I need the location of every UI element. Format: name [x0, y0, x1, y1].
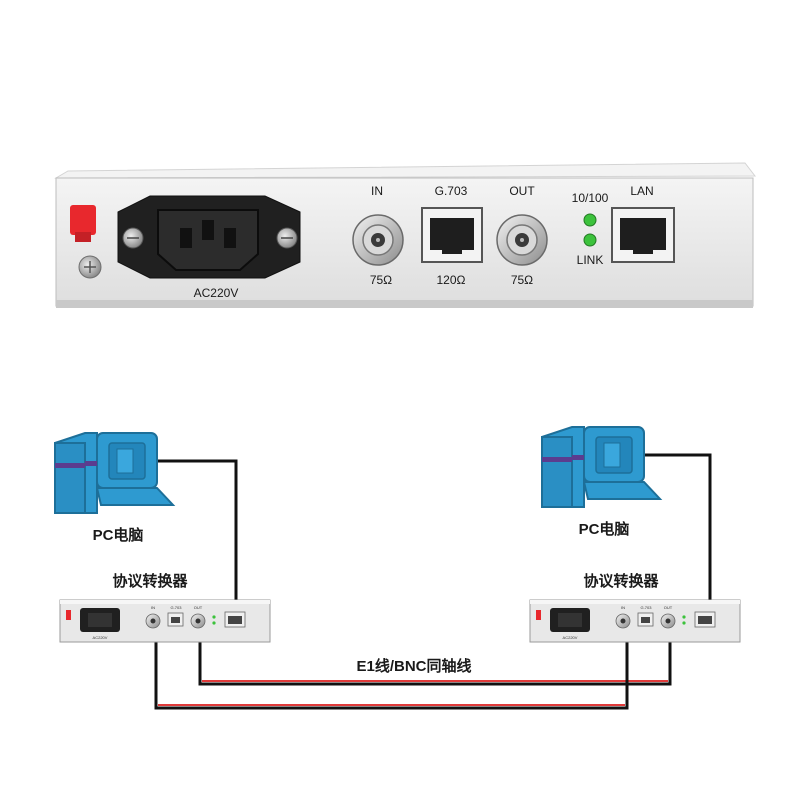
power-inlet-icon: [117, 195, 301, 279]
cable-label: E1线/BNC同轴线: [356, 657, 471, 675]
link-label: LINK: [577, 253, 604, 267]
chassis-top: [54, 162, 757, 179]
bnc-in-connector-icon: [352, 214, 404, 266]
right-converter-device-icon: [529, 599, 741, 643]
chassis-bottom: [56, 300, 753, 308]
lan-port-label: LAN: [630, 184, 653, 198]
right-lan-cable: [636, 453, 712, 614]
left-pc-label: PC电脑: [93, 526, 144, 544]
left-converter-label: 协议转换器: [112, 572, 188, 590]
left-pc-icon: [54, 432, 174, 514]
out-port-label: OUT: [509, 184, 535, 198]
g703-rj45-port-icon: [421, 207, 483, 263]
device-rear-panel: AC220V IN 75Ω G.703 120Ω OUT 75Ω 10/100: [54, 162, 757, 308]
left-converter-device-icon: [59, 599, 271, 643]
cable-lines: [154, 453, 712, 710]
right-converter-label: 协议转换器: [583, 572, 659, 590]
e1-cable-b: [154, 626, 629, 710]
in-port-label: IN: [371, 184, 383, 198]
link-led-icon: [583, 233, 597, 247]
speed-led-icon: [583, 213, 597, 227]
g703-port-label: G.703: [435, 184, 468, 198]
in-impedance-label: 75Ω: [370, 273, 392, 287]
right-pc-label: PC电脑: [579, 520, 630, 538]
left-lan-cable: [156, 459, 238, 614]
speed-label: 10/100: [572, 191, 609, 205]
lan-rj45-port-icon: [611, 207, 675, 263]
e1-cable-a: [198, 626, 672, 686]
bnc-out-connector-icon: [496, 214, 548, 266]
ac220v-label: AC220V: [194, 286, 239, 300]
right-pc-icon: [541, 426, 661, 508]
out-impedance-label: 75Ω: [511, 273, 533, 287]
ground-terminal-icon: [70, 205, 102, 279]
g703-impedance-label: 120Ω: [437, 273, 466, 287]
